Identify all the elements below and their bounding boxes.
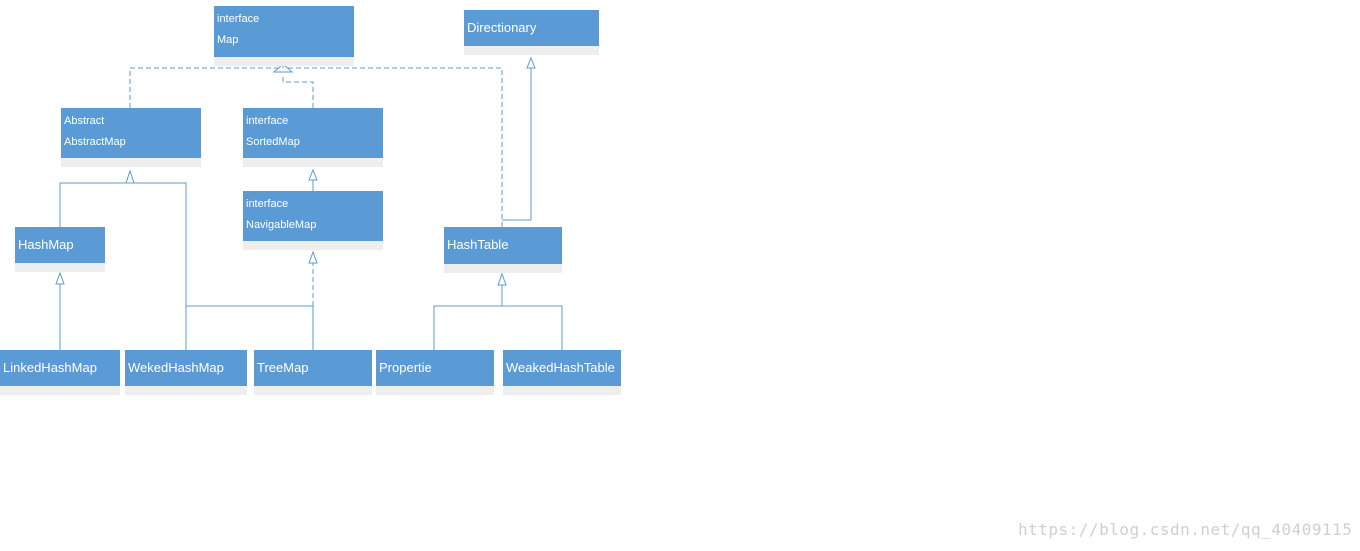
- node-wekedhashmap-name: WekedHashMap: [128, 360, 224, 375]
- generalization-propertie-to-hashtable: [433, 305, 563, 350]
- node-map: interface Map: [214, 6, 354, 66]
- navigablemap-arrowhead: [308, 250, 318, 264]
- node-wekedhashmap: WekedHashMap: [125, 350, 247, 395]
- realization-sortedmap-to-map: [282, 74, 314, 108]
- generalization-weked-to-abstractmap: [140, 182, 187, 350]
- node-map-name: Map: [217, 34, 239, 46]
- node-abstractmap-name: AbstractMap: [64, 136, 126, 148]
- node-hashmap: HashMap: [15, 227, 105, 272]
- generalization-hashtable-to-directionary: [502, 68, 532, 221]
- node-propertie-name: Propertie: [379, 360, 432, 375]
- node-weakedhashtable-name: WeakedHashTable: [506, 360, 615, 375]
- realization-hashtable-to-map: [288, 67, 503, 227]
- node-navigablemap-name: NavigableMap: [246, 219, 317, 231]
- generalization-treemap-to-abstractmap: [186, 305, 314, 350]
- node-hashtable: HashTable: [444, 227, 562, 273]
- node-abstractmap: Abstract AbstractMap: [61, 108, 201, 167]
- node-sortedmap: interface SortedMap: [243, 108, 383, 167]
- node-treemap: TreeMap: [254, 350, 372, 395]
- hashmap-arrowhead: [55, 271, 65, 285]
- generalization-hashmap-to-abstractmap: [59, 182, 126, 227]
- node-treemap-name: TreeMap: [257, 360, 309, 375]
- hashtable-arrowhead: [497, 272, 507, 286]
- node-directionary-name: Directionary: [467, 20, 537, 35]
- node-linkedhashmap: LinkedHashMap: [0, 350, 120, 395]
- node-linkedhashmap-name: LinkedHashMap: [3, 360, 97, 375]
- node-navigablemap: interface NavigableMap: [243, 191, 383, 250]
- node-weakedhashtable: WeakedHashTable: [503, 350, 621, 395]
- sortedmap-arrowhead: [308, 168, 318, 181]
- node-sortedmap-name: SortedMap: [246, 136, 300, 148]
- directionary-arrowhead: [526, 56, 536, 69]
- node-abstractmap-stereotype: Abstract: [64, 115, 105, 127]
- watermark: https://blog.csdn.net/qq_40409115: [1018, 520, 1353, 539]
- node-propertie: Propertie: [376, 350, 494, 395]
- node-hashmap-name: HashMap: [18, 237, 74, 252]
- node-map-stereotype: interface: [217, 13, 260, 25]
- node-navigablemap-stereotype: interface: [246, 198, 289, 210]
- node-hashtable-name: HashTable: [447, 237, 509, 252]
- node-sortedmap-stereotype: interface: [246, 115, 289, 127]
- abstractmap-arrowhead: [125, 169, 135, 184]
- node-directionary: Directionary: [464, 10, 599, 55]
- realization-abstractmap-to-map: [129, 67, 278, 108]
